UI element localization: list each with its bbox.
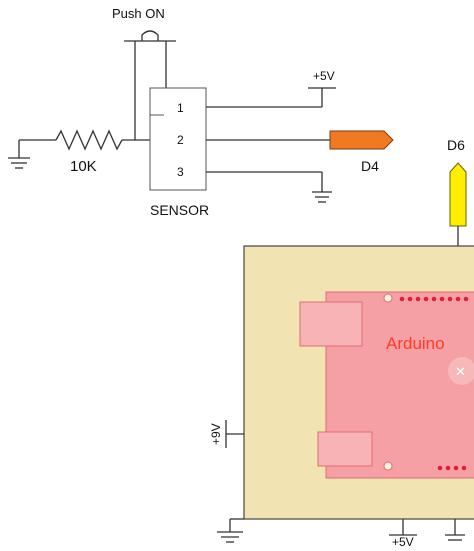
supply-side-label: +9V — [209, 423, 223, 445]
resistor-label: 10K — [70, 158, 97, 175]
left-ground — [8, 139, 56, 169]
sensor-wires — [206, 106, 330, 173]
switch-actuator — [141, 30, 159, 41]
arduino-logo — [448, 357, 474, 385]
d6-connector — [449, 162, 467, 227]
arduino-title: Arduino — [386, 334, 445, 353]
sensor-pin-3: 3 — [177, 165, 184, 179]
d6-label: D6 — [447, 137, 465, 153]
d4-label: D4 — [361, 158, 379, 174]
arduino-logo-mark: ✕ — [455, 364, 466, 379]
bottom-right-ground — [445, 519, 465, 541]
supply-bottom-5v — [389, 519, 417, 536]
sensor-ground — [312, 172, 332, 203]
mount-hole-top — [383, 293, 393, 303]
sensor-pin-2: 2 — [177, 133, 184, 147]
d4-connector — [329, 130, 394, 150]
supply-top-5v — [308, 87, 336, 107]
arduino-board: ✕ Arduino — [299, 291, 474, 479]
board-ground — [217, 518, 244, 543]
header-top — [399, 296, 469, 302]
mount-hole-bottom — [383, 461, 393, 471]
supply-bottom-label: +5V — [392, 535, 414, 549]
sensor: 1 2 3 — [149, 87, 207, 191]
sensor-label: SENSOR — [150, 202, 209, 218]
usb-connector — [299, 301, 363, 347]
supply-side-9v — [225, 420, 244, 448]
power-jack — [317, 431, 373, 467]
supply-top-label: +5V — [313, 69, 335, 83]
sensor-pin-1: 1 — [177, 101, 184, 115]
switch-label: Push ON — [112, 6, 165, 21]
header-bottom — [437, 465, 467, 471]
sensor-body — [149, 87, 207, 191]
